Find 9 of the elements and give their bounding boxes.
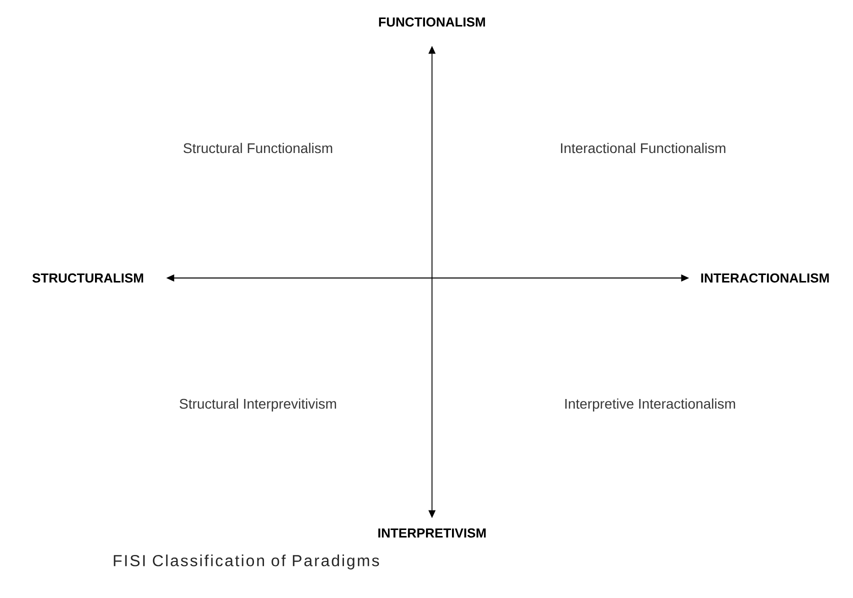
axis-label: FUNCTIONALISM bbox=[379, 17, 485, 27]
quadrant-label: Structural Interprevitivism bbox=[180, 398, 336, 412]
quadrant-label: Structural Functionalism bbox=[184, 142, 332, 154]
axis-label: STRUCTURALISM bbox=[32, 273, 144, 283]
quadrant-label: Interactional Functionalism bbox=[561, 142, 726, 154]
quadrant-label: Interpretive Interactionalism bbox=[565, 398, 736, 412]
axis-label: INTERPRETIVISM bbox=[378, 528, 486, 538]
axis-label: INTERACTIONALISM bbox=[701, 273, 829, 283]
caption: FISI Classification of Paradigms bbox=[114, 554, 379, 570]
